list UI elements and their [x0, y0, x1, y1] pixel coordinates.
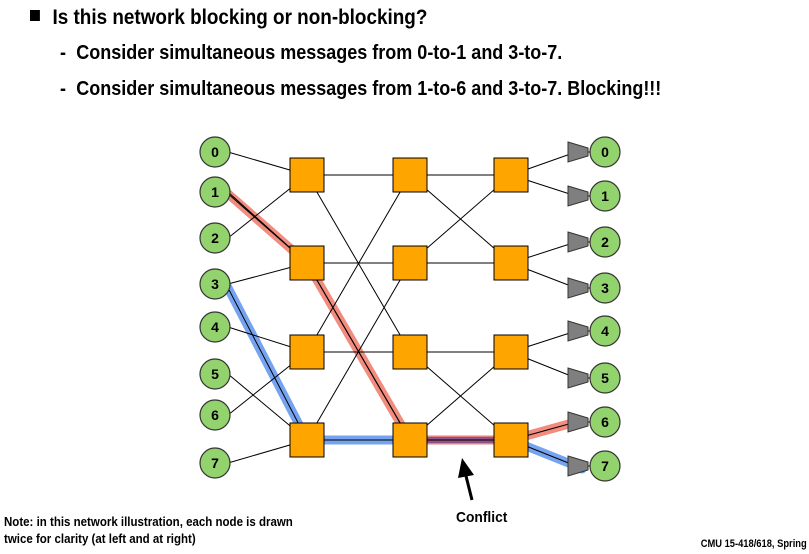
input-node-circle — [199, 447, 231, 479]
output-node-circle — [589, 226, 621, 258]
output-port — [567, 277, 589, 299]
switch-node — [289, 422, 325, 458]
path-1-to-6 — [221, 187, 587, 445]
stage-1-wire — [306, 174, 411, 353]
sub-bullet-2: -Consider simultaneous messages from 1-t… — [60, 78, 661, 101]
input-node-label: 6 — [211, 407, 219, 423]
input-node-circle — [199, 176, 231, 208]
input-node-circle — [199, 222, 231, 254]
output-node-label: 7 — [601, 458, 609, 474]
stage-1-wire — [306, 262, 411, 441]
dash-bullet-icon: - — [60, 42, 67, 64]
output-node-circle — [589, 406, 621, 438]
main-bullet-text: Is this network blocking or non-blocking… — [52, 6, 428, 29]
input-node-label: 4 — [211, 319, 219, 335]
input-node-circle — [199, 358, 231, 390]
switch-node — [392, 157, 428, 193]
processor-nodes: 0 1 2 3 4 5 6 7 0 1 2 3 4 5 6 7 — [199, 136, 621, 482]
output-port — [567, 320, 589, 342]
switch-node — [392, 245, 428, 281]
output-port — [567, 141, 589, 163]
input-node-label: 5 — [211, 366, 219, 382]
path-wire — [225, 283, 308, 441]
sub-bullet-1-text: Consider simultaneous messages from 0-to… — [76, 42, 563, 64]
conflict-arrow-head — [458, 458, 474, 478]
output-node-circle — [589, 315, 621, 347]
output-node-circle — [589, 136, 621, 168]
output-node-circle — [589, 362, 621, 394]
output-port — [567, 455, 589, 477]
output-node-label: 5 — [601, 370, 609, 386]
input-node-label: 2 — [211, 230, 219, 246]
square-bullet-icon — [30, 10, 40, 21]
output-node-circle — [589, 450, 621, 482]
input-node-circle — [199, 311, 231, 343]
output-node-label: 6 — [601, 414, 609, 430]
output-node-circle — [589, 272, 621, 304]
switch-node — [392, 334, 428, 370]
sub-bullet-2-text: Consider simultaneous messages from 1-to… — [76, 78, 662, 100]
input-node-circle — [199, 268, 231, 300]
input-node-label: 1 — [211, 184, 219, 200]
input-node-label: 7 — [211, 455, 219, 471]
note: Note: in this network illustration, each… — [4, 514, 293, 548]
output-node-label: 3 — [601, 280, 609, 296]
switch-node — [289, 157, 325, 193]
output-node-label: 4 — [601, 323, 609, 339]
switch-node — [493, 245, 529, 281]
switch-node — [493, 157, 529, 193]
input-node-label: 0 — [211, 144, 219, 160]
switch-node — [289, 334, 325, 370]
network-wires — [227, 151, 590, 467]
switch-node — [493, 422, 529, 458]
switch-node — [392, 422, 428, 458]
output-node-label: 0 — [601, 144, 609, 160]
conflict-arrow-shaft — [464, 475, 474, 501]
output-port — [567, 411, 589, 433]
conflict-arrow — [458, 458, 474, 501]
sub-bullet-1: -Consider simultaneous messages from 0-t… — [60, 42, 562, 65]
main-bullet: Is this network blocking or non-blocking… — [30, 6, 427, 30]
footer: CMU 15-418/618, Spring — [700, 538, 807, 550]
conflict-label: Conflict — [456, 509, 508, 526]
input-node-circle — [199, 399, 231, 431]
switch-nodes — [289, 141, 589, 477]
note-line-2: twice for clarity (at left and at right) — [4, 532, 196, 546]
switch-node — [289, 245, 325, 281]
output-port — [567, 185, 589, 207]
dash-bullet-icon: - — [60, 78, 67, 100]
output-node-circle — [589, 180, 621, 212]
note-line-1: Note: in this network illustration, each… — [4, 515, 293, 529]
output-node-label: 2 — [601, 234, 609, 250]
output-port — [567, 367, 589, 389]
output-node-label: 1 — [601, 188, 609, 204]
output-port — [567, 231, 589, 253]
switch-node — [493, 334, 529, 370]
input-node-label: 3 — [211, 276, 219, 292]
input-node-circle — [199, 136, 231, 168]
